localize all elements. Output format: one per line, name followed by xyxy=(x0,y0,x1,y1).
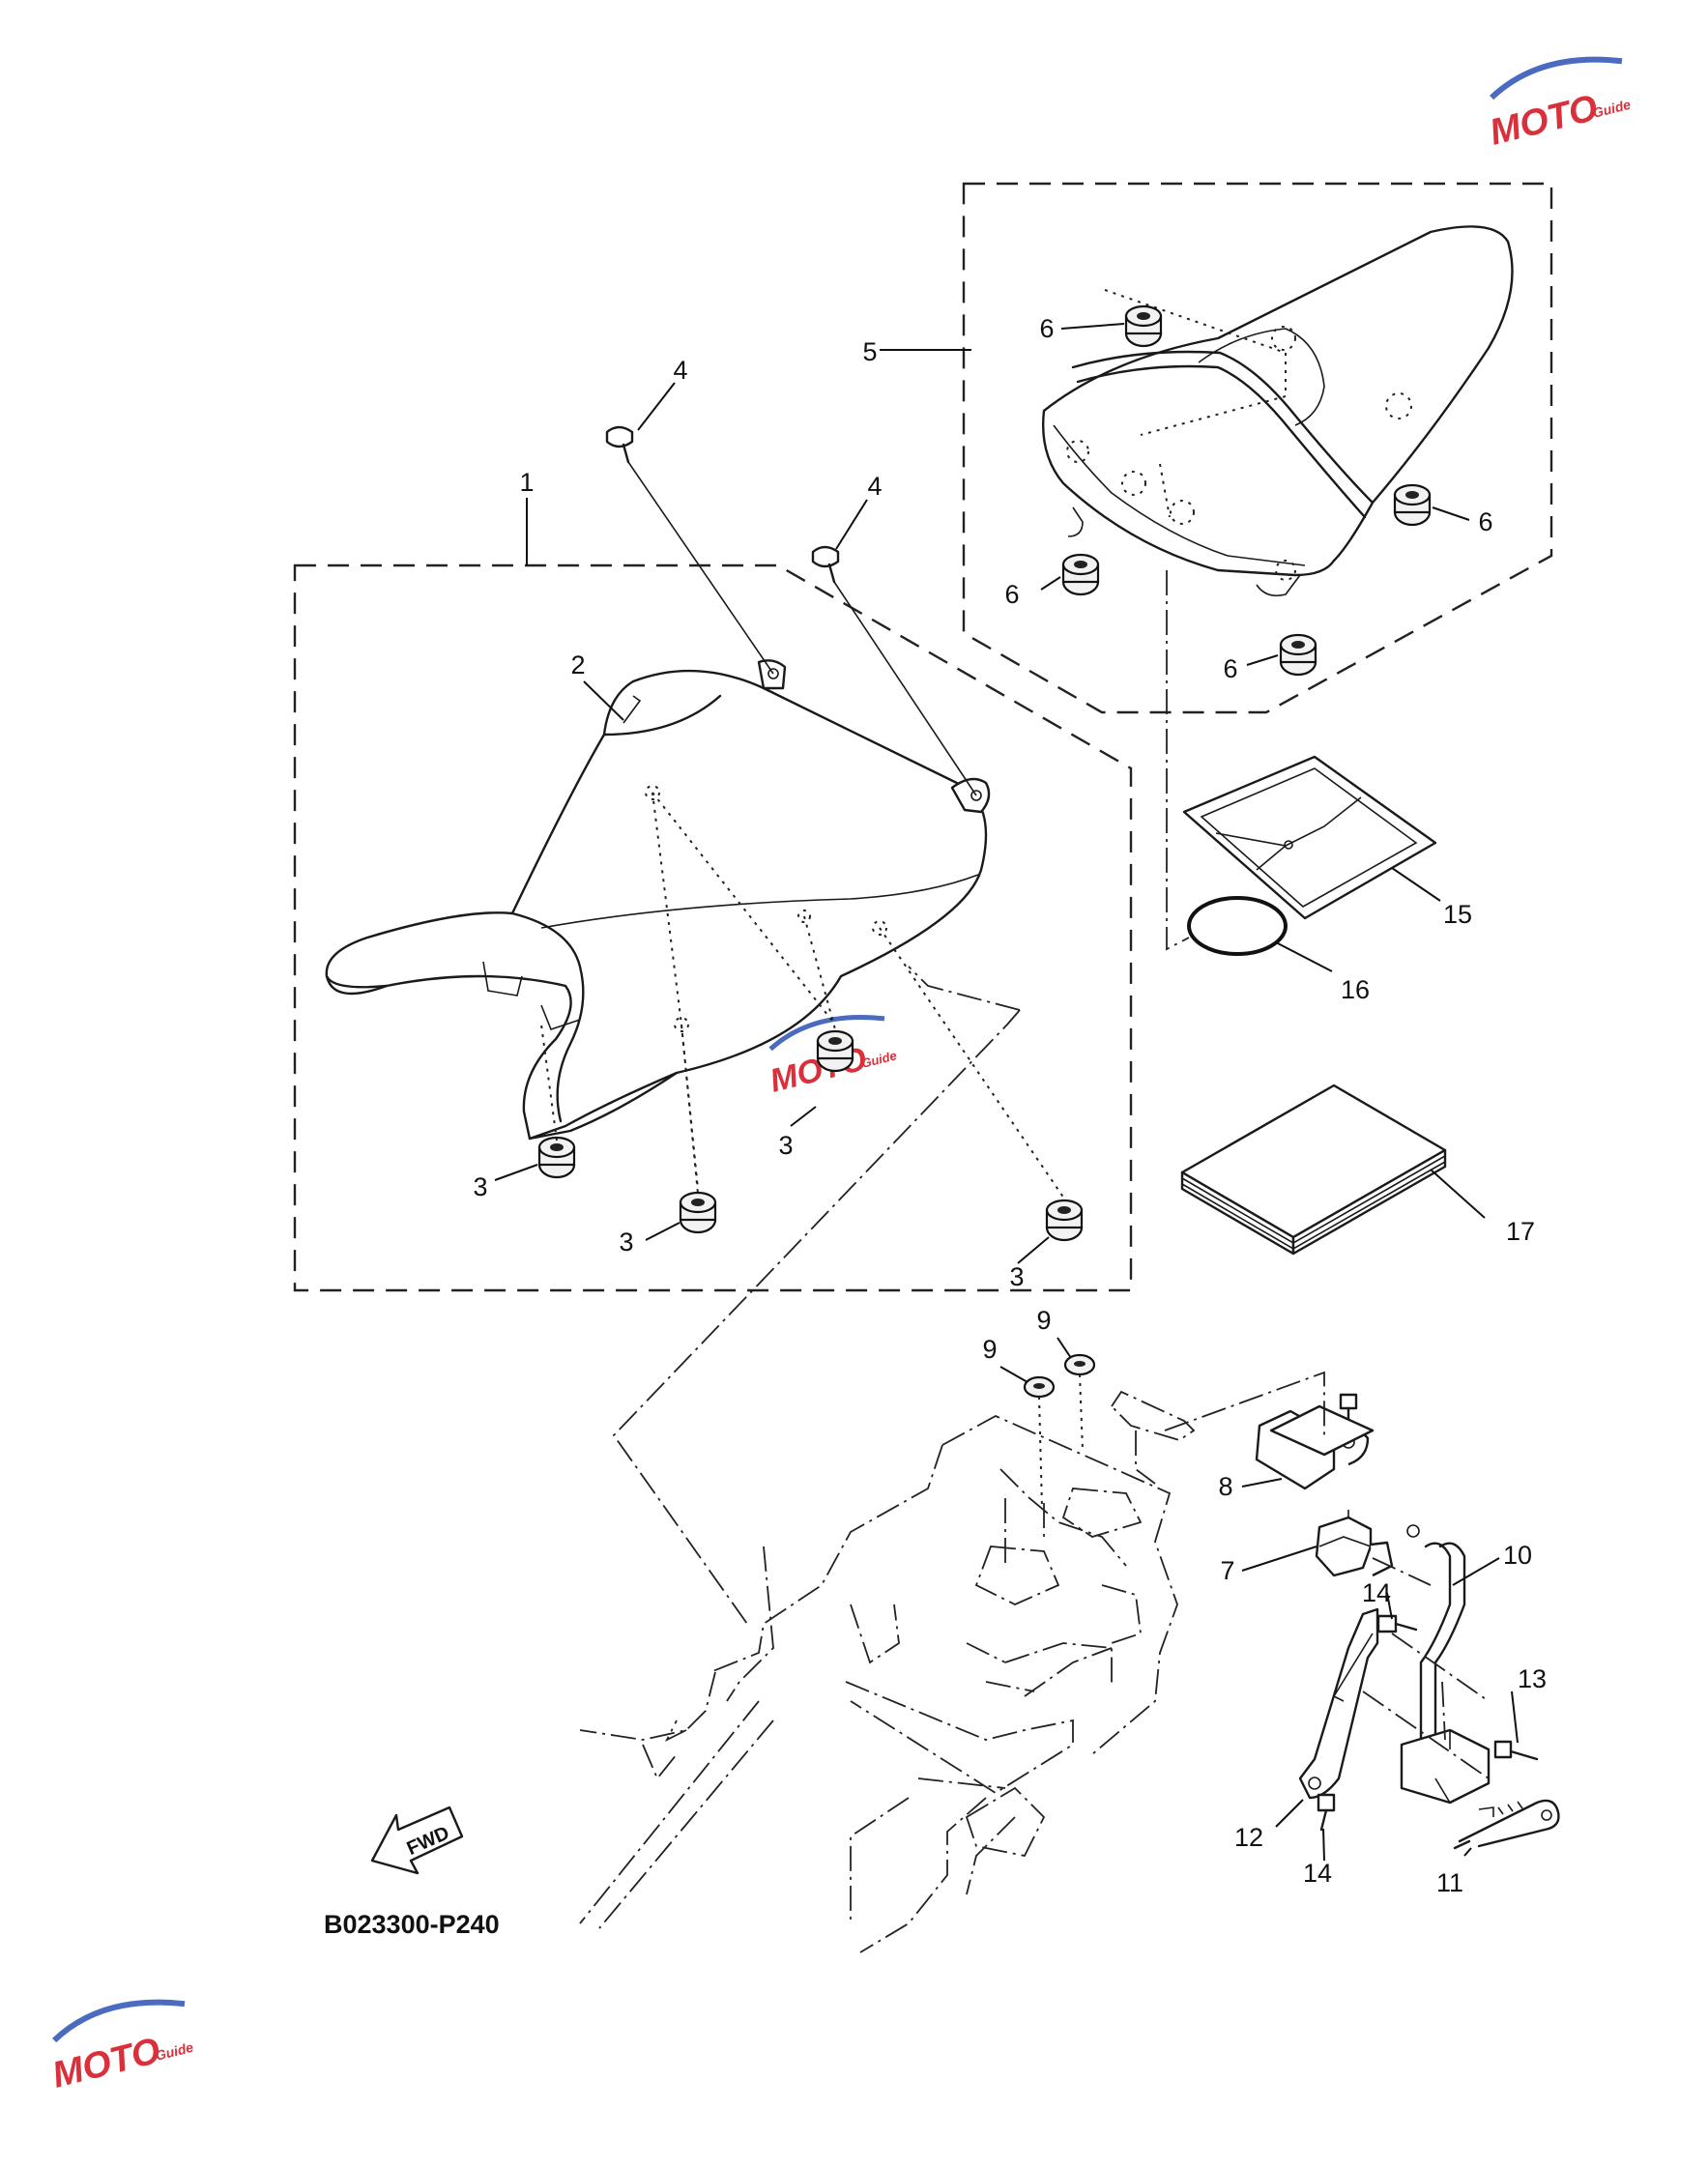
callout-3a: 3 xyxy=(473,1172,487,1201)
flange-nuts xyxy=(1023,1353,1096,1509)
callout-14a: 14 xyxy=(1362,1578,1391,1607)
callout-6d: 6 xyxy=(1223,654,1237,683)
callout-7: 7 xyxy=(1220,1556,1234,1585)
callout-6a: 6 xyxy=(1039,314,1054,343)
watermark-logo-top-right: MOTO Guide xyxy=(1486,56,1633,154)
callout-13: 13 xyxy=(1518,1664,1547,1693)
tool-bag xyxy=(1182,755,1437,920)
callout-4b: 4 xyxy=(867,472,882,501)
callout-16: 16 xyxy=(1341,975,1370,1004)
leader-lines xyxy=(494,323,1519,1862)
svg-text:Guide: Guide xyxy=(154,2039,195,2064)
relation-lines xyxy=(612,570,1325,1625)
seat-assembly-group-box xyxy=(293,563,1133,1292)
callout-3c: 3 xyxy=(619,1228,633,1257)
callout-3d: 3 xyxy=(1009,1262,1024,1291)
svg-text:MOTO: MOTO xyxy=(48,2031,164,2096)
callout-11: 11 xyxy=(1436,1868,1463,1897)
callout-4a: 4 xyxy=(673,356,687,385)
o-ring xyxy=(1187,896,1288,956)
seat-bolts xyxy=(605,425,977,796)
diagram-code: B023300-P240 xyxy=(324,1910,500,1939)
callout-15: 15 xyxy=(1443,900,1472,929)
fwd-arrow-icon: FWD xyxy=(370,1806,464,1875)
pillion-seat xyxy=(1042,225,1514,597)
callout-numbers: 1 2 4 4 5 6 6 6 6 3 3 3 3 15 16 17 9 9 8… xyxy=(473,314,1547,1897)
callout-12: 12 xyxy=(1234,1823,1263,1852)
rider-seat xyxy=(325,659,991,1141)
callout-9a: 9 xyxy=(982,1335,997,1364)
callout-14b: 14 xyxy=(1303,1859,1332,1888)
grommet-alignment-lines xyxy=(540,792,1065,1199)
watermark-logo-bottom-left: MOTO Guide xyxy=(48,1999,195,2096)
seat-lock-assembly xyxy=(1255,1393,1560,1850)
callout-9b: 9 xyxy=(1036,1306,1051,1335)
callout-6c: 6 xyxy=(1004,580,1019,609)
pillion-seat-group-box xyxy=(962,182,1553,714)
callout-8: 8 xyxy=(1218,1472,1232,1501)
callout-1: 1 xyxy=(519,468,534,497)
callout-17: 17 xyxy=(1506,1217,1535,1246)
callout-6b: 6 xyxy=(1478,507,1492,536)
callout-3b: 3 xyxy=(778,1131,793,1160)
callout-2: 2 xyxy=(570,650,585,679)
damper-grommets xyxy=(537,304,1432,1242)
rear-frame xyxy=(579,1390,1196,1953)
callout-10: 10 xyxy=(1503,1541,1532,1570)
callout-5: 5 xyxy=(862,337,877,366)
svg-text:Guide: Guide xyxy=(1591,97,1633,121)
svg-text:MOTO: MOTO xyxy=(1486,88,1602,154)
svg-text:Guide: Guide xyxy=(860,1048,898,1070)
owners-manual xyxy=(1180,1084,1447,1256)
